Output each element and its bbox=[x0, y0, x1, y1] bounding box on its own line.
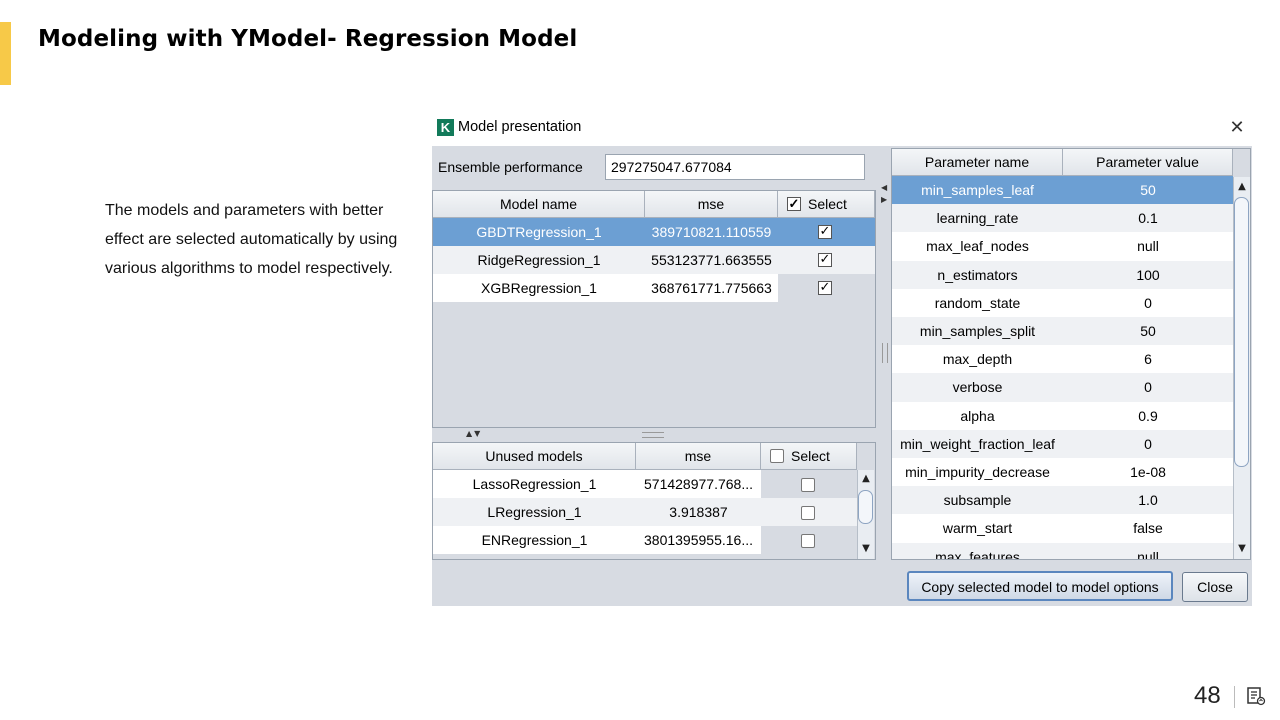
table-row-select-cell: ✓ bbox=[778, 274, 875, 302]
parameter-value-cell[interactable]: 100 bbox=[1063, 260, 1233, 289]
parameter-value-cell[interactable]: false bbox=[1063, 514, 1233, 543]
table-row-mse[interactable]: 3801395955.16... bbox=[636, 526, 761, 554]
ensemble-performance-field[interactable]: 297275047.677084 bbox=[605, 154, 865, 180]
table-row-select-cell: ✓ bbox=[778, 218, 875, 246]
scroll-down-icon[interactable]: ▼ bbox=[1238, 543, 1246, 554]
scroll-up-icon[interactable]: ▲ bbox=[862, 473, 870, 484]
parameter-name-cell[interactable]: verbose bbox=[892, 373, 1063, 402]
page-number: 48 bbox=[1194, 682, 1221, 709]
table-row-select-cell bbox=[761, 498, 857, 526]
table-row-mse[interactable]: 389710821.110559 bbox=[645, 218, 778, 246]
parameter-name-cell[interactable]: min_impurity_decrease bbox=[892, 458, 1063, 487]
table-row-model-name[interactable]: LRegression_1 bbox=[433, 498, 636, 526]
splitter-grip-icon[interactable] bbox=[642, 432, 664, 438]
ensemble-performance-label: Ensemble performance bbox=[438, 159, 583, 175]
parameter-name-cell[interactable]: max_leaf_nodes bbox=[892, 232, 1063, 261]
column-header-select[interactable]: ✓ Select bbox=[778, 191, 875, 218]
parameter-name-cell[interactable]: min_weight_fraction_leaf bbox=[892, 429, 1063, 458]
parameter-value-cell[interactable]: null bbox=[1063, 232, 1233, 261]
splitter-left-arrow-icon[interactable]: ◀ bbox=[881, 183, 888, 192]
table-row-select-cell bbox=[761, 526, 857, 554]
table-row-mse[interactable]: 553123771.663555 bbox=[645, 246, 778, 274]
table-row-select-cell bbox=[761, 470, 857, 498]
row-checkbox[interactable]: ✓ bbox=[818, 280, 832, 295]
parameter-value-cell[interactable]: 0 bbox=[1063, 288, 1233, 317]
parameter-name-cell[interactable]: max_features bbox=[892, 542, 1063, 559]
column-header-unused-models[interactable]: Unused models bbox=[433, 443, 636, 470]
column-header-mse[interactable]: mse bbox=[645, 191, 778, 218]
parameter-value-cell[interactable]: 0 bbox=[1063, 429, 1233, 458]
app-logo-icon: K bbox=[437, 119, 454, 136]
parameter-value-cell[interactable]: 50 bbox=[1063, 176, 1233, 205]
row-checkbox[interactable] bbox=[801, 478, 815, 492]
select-all-checkbox[interactable] bbox=[770, 449, 784, 463]
row-checkbox[interactable]: ✓ bbox=[818, 252, 832, 267]
parameter-name-cell[interactable]: warm_start bbox=[892, 514, 1063, 543]
parameter-value-cell[interactable]: null bbox=[1063, 542, 1233, 559]
copy-selected-model-button[interactable]: Copy selected model to model options bbox=[907, 571, 1173, 601]
scroll-up-icon[interactable]: ▲ bbox=[1238, 181, 1246, 192]
parameter-value-cell[interactable]: 0 bbox=[1063, 373, 1233, 402]
splitter-arrows-icon[interactable]: ▲▼ bbox=[466, 429, 483, 438]
dialog-title: Model presentation bbox=[458, 119, 582, 135]
close-icon[interactable]: ✕ bbox=[1229, 117, 1245, 138]
select-header-label: Select bbox=[808, 196, 847, 212]
column-header-mse[interactable]: mse bbox=[636, 443, 761, 470]
title-accent-bar bbox=[0, 22, 11, 85]
parameter-value-cell[interactable]: 0.9 bbox=[1063, 401, 1233, 430]
parameter-value-cell[interactable]: 6 bbox=[1063, 345, 1233, 374]
table-row-model-name[interactable]: GBDTRegression_1 bbox=[433, 218, 645, 246]
scrollbar-thumb[interactable] bbox=[858, 490, 873, 524]
row-checkbox[interactable] bbox=[801, 534, 815, 548]
table-row-model-name[interactable]: ENRegression_1 bbox=[433, 526, 636, 554]
select-header-label: Select bbox=[791, 448, 830, 464]
table-row-select-cell: ✓ bbox=[778, 246, 875, 274]
notes-icon[interactable] bbox=[1246, 686, 1266, 706]
table-row-mse[interactable]: 571428977.768... bbox=[636, 470, 761, 498]
parameter-name-cell[interactable]: learning_rate bbox=[892, 204, 1063, 233]
parameter-value-cell[interactable]: 50 bbox=[1063, 317, 1233, 346]
slide-description: The models and parameters with better ef… bbox=[105, 202, 398, 277]
select-all-checkbox[interactable]: ✓ bbox=[787, 196, 801, 211]
table-row-mse[interactable]: 3.918387 bbox=[636, 498, 761, 526]
parameter-value-cell[interactable]: 1.0 bbox=[1063, 486, 1233, 515]
table-row-mse[interactable]: 368761771.775663 bbox=[645, 274, 778, 302]
parameter-name-cell[interactable]: alpha bbox=[892, 401, 1063, 430]
table-row-model-name[interactable]: RidgeRegression_1 bbox=[433, 246, 645, 274]
parameter-name-cell[interactable]: max_depth bbox=[892, 345, 1063, 374]
column-header-model-name[interactable]: Model name bbox=[433, 191, 645, 218]
parameter-name-cell[interactable]: n_estimators bbox=[892, 260, 1063, 289]
column-header-select[interactable]: Select bbox=[761, 443, 857, 470]
row-checkbox[interactable]: ✓ bbox=[818, 224, 832, 239]
scrollbar-thumb[interactable] bbox=[1234, 197, 1249, 467]
table-row-model-name[interactable]: LassoRegression_1 bbox=[433, 470, 636, 498]
parameter-value-cell[interactable]: 0.1 bbox=[1063, 204, 1233, 233]
table-row-model-name[interactable]: XGBRegression_1 bbox=[433, 274, 645, 302]
row-checkbox[interactable] bbox=[801, 506, 815, 520]
parameter-name-cell[interactable]: min_samples_leaf bbox=[892, 176, 1063, 205]
horizontal-splitter[interactable] bbox=[432, 428, 876, 442]
close-button[interactable]: Close bbox=[1182, 572, 1248, 602]
parameter-name-cell[interactable]: min_samples_split bbox=[892, 317, 1063, 346]
splitter-grip-icon[interactable] bbox=[882, 343, 888, 363]
parameter-value-cell[interactable]: 1e-08 bbox=[1063, 458, 1233, 487]
footer-divider bbox=[1234, 686, 1235, 708]
parameter-name-cell[interactable]: subsample bbox=[892, 486, 1063, 515]
scroll-down-icon[interactable]: ▼ bbox=[862, 543, 870, 554]
splitter-right-arrow-icon[interactable]: ▶ bbox=[881, 195, 888, 204]
dialog-titlebar: K Model presentation ✕ bbox=[432, 112, 1252, 144]
slide-title: Modeling with YModel- Regression Model bbox=[38, 26, 578, 52]
column-header-parameter-name[interactable]: Parameter name bbox=[892, 149, 1063, 176]
parameter-name-cell[interactable]: random_state bbox=[892, 288, 1063, 317]
column-header-parameter-value[interactable]: Parameter value bbox=[1063, 149, 1233, 176]
